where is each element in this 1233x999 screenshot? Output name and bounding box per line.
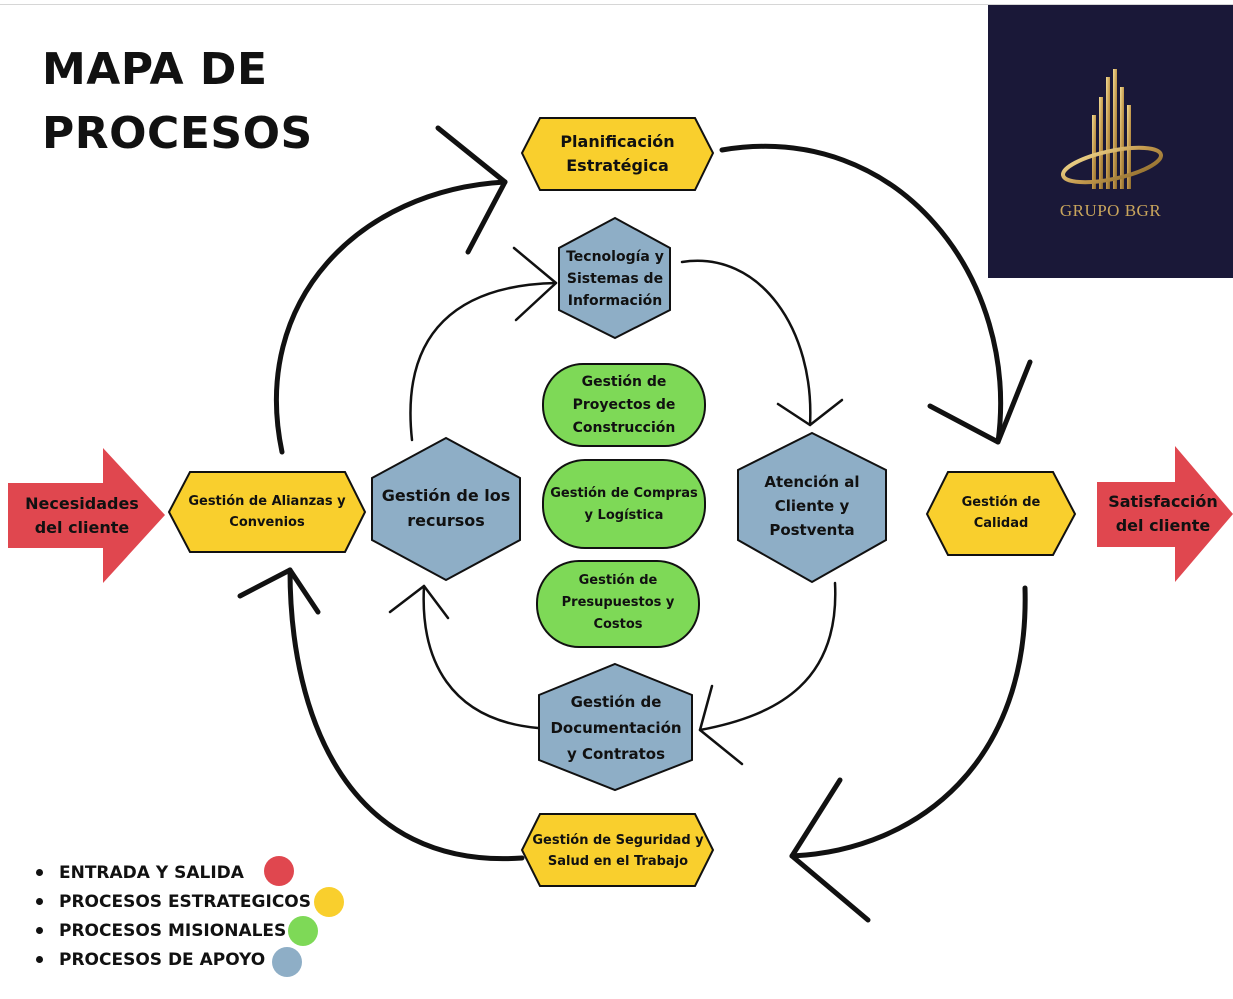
legend-item-estrategicos: PROCESOS ESTRATEGICOS [36, 887, 344, 917]
arrowhead-tecnologia-left [512, 246, 558, 322]
arrow-atencion-to-documentacion [698, 581, 837, 732]
top-border [0, 4, 1233, 5]
tecnologia-shape [558, 216, 671, 340]
legend-label-entrada: ENTRADA Y SALIDA [59, 862, 244, 883]
title-line-1: MAPA DE [42, 44, 268, 95]
arrow-calidad-to-seguridad [789, 585, 1028, 859]
arrowhead-calidad [927, 359, 1033, 445]
bullet-icon [36, 898, 43, 905]
logo-text: GRUPO BGR [1059, 201, 1162, 220]
legend-item-entrada: ENTRADA Y SALIDA [36, 856, 311, 887]
blue-dot-icon [272, 947, 302, 977]
arrowhead-atencion [776, 398, 844, 427]
proyectos-shape [542, 363, 706, 447]
legend-label-apoyo: PROCESOS DE APOYO [59, 949, 266, 970]
arrowhead-recursos [388, 584, 450, 620]
calidad-shape [925, 471, 1077, 556]
bullet-icon [36, 927, 43, 934]
seguridad-shape [520, 813, 715, 887]
alianzas-shape [167, 471, 367, 553]
legend-item-apoyo: PROCESOS DE APOYO [36, 945, 311, 977]
company-logo: GRUPO BGR [988, 5, 1233, 278]
arrowhead-documentacion [698, 684, 744, 766]
arrowhead-planificacion [435, 125, 508, 255]
planificacion-shape [520, 117, 715, 191]
green-dot-icon [288, 916, 318, 946]
title-line-2: PROCESOS [42, 108, 313, 159]
arrow-documentacion-to-recursos [422, 584, 540, 730]
building-logo-icon [1061, 69, 1163, 189]
bullet-icon [36, 956, 43, 963]
arrowhead-alianzas [237, 567, 321, 615]
legend: ENTRADA Y SALIDA PROCESOS ESTRATEGICOS P… [36, 856, 344, 977]
bullet-icon [36, 869, 43, 876]
legend-label-estrategicos: PROCESOS ESTRATEGICOS [59, 891, 311, 912]
recursos-shape [371, 436, 521, 582]
arrow-tecnologia-to-atencion [680, 259, 812, 427]
legend-label-misionales: PROCESOS MISIONALES [59, 920, 287, 941]
arrow-alianzas-to-planificacion [274, 179, 508, 455]
page-title: MAPA DE PROCESOS [42, 38, 313, 166]
compras-shape [542, 459, 706, 549]
documentacion-shape [538, 662, 693, 792]
arrowhead-seguridad [789, 777, 871, 923]
necesidades-arrow-shape [8, 448, 165, 583]
legend-item-misionales: PROCESOS MISIONALES [36, 916, 318, 946]
satisfaccion-arrow-shape [1097, 446, 1233, 582]
arrow-planificacion-to-calidad [719, 143, 1004, 445]
atencion-shape [737, 431, 887, 584]
red-dot-icon [264, 856, 294, 886]
presupuestos-shape [536, 560, 700, 648]
arrow-seguridad-to-alianzas [287, 567, 525, 862]
arrow-recursos-to-tecnologia [409, 281, 558, 442]
yellow-dot-icon [314, 887, 344, 917]
